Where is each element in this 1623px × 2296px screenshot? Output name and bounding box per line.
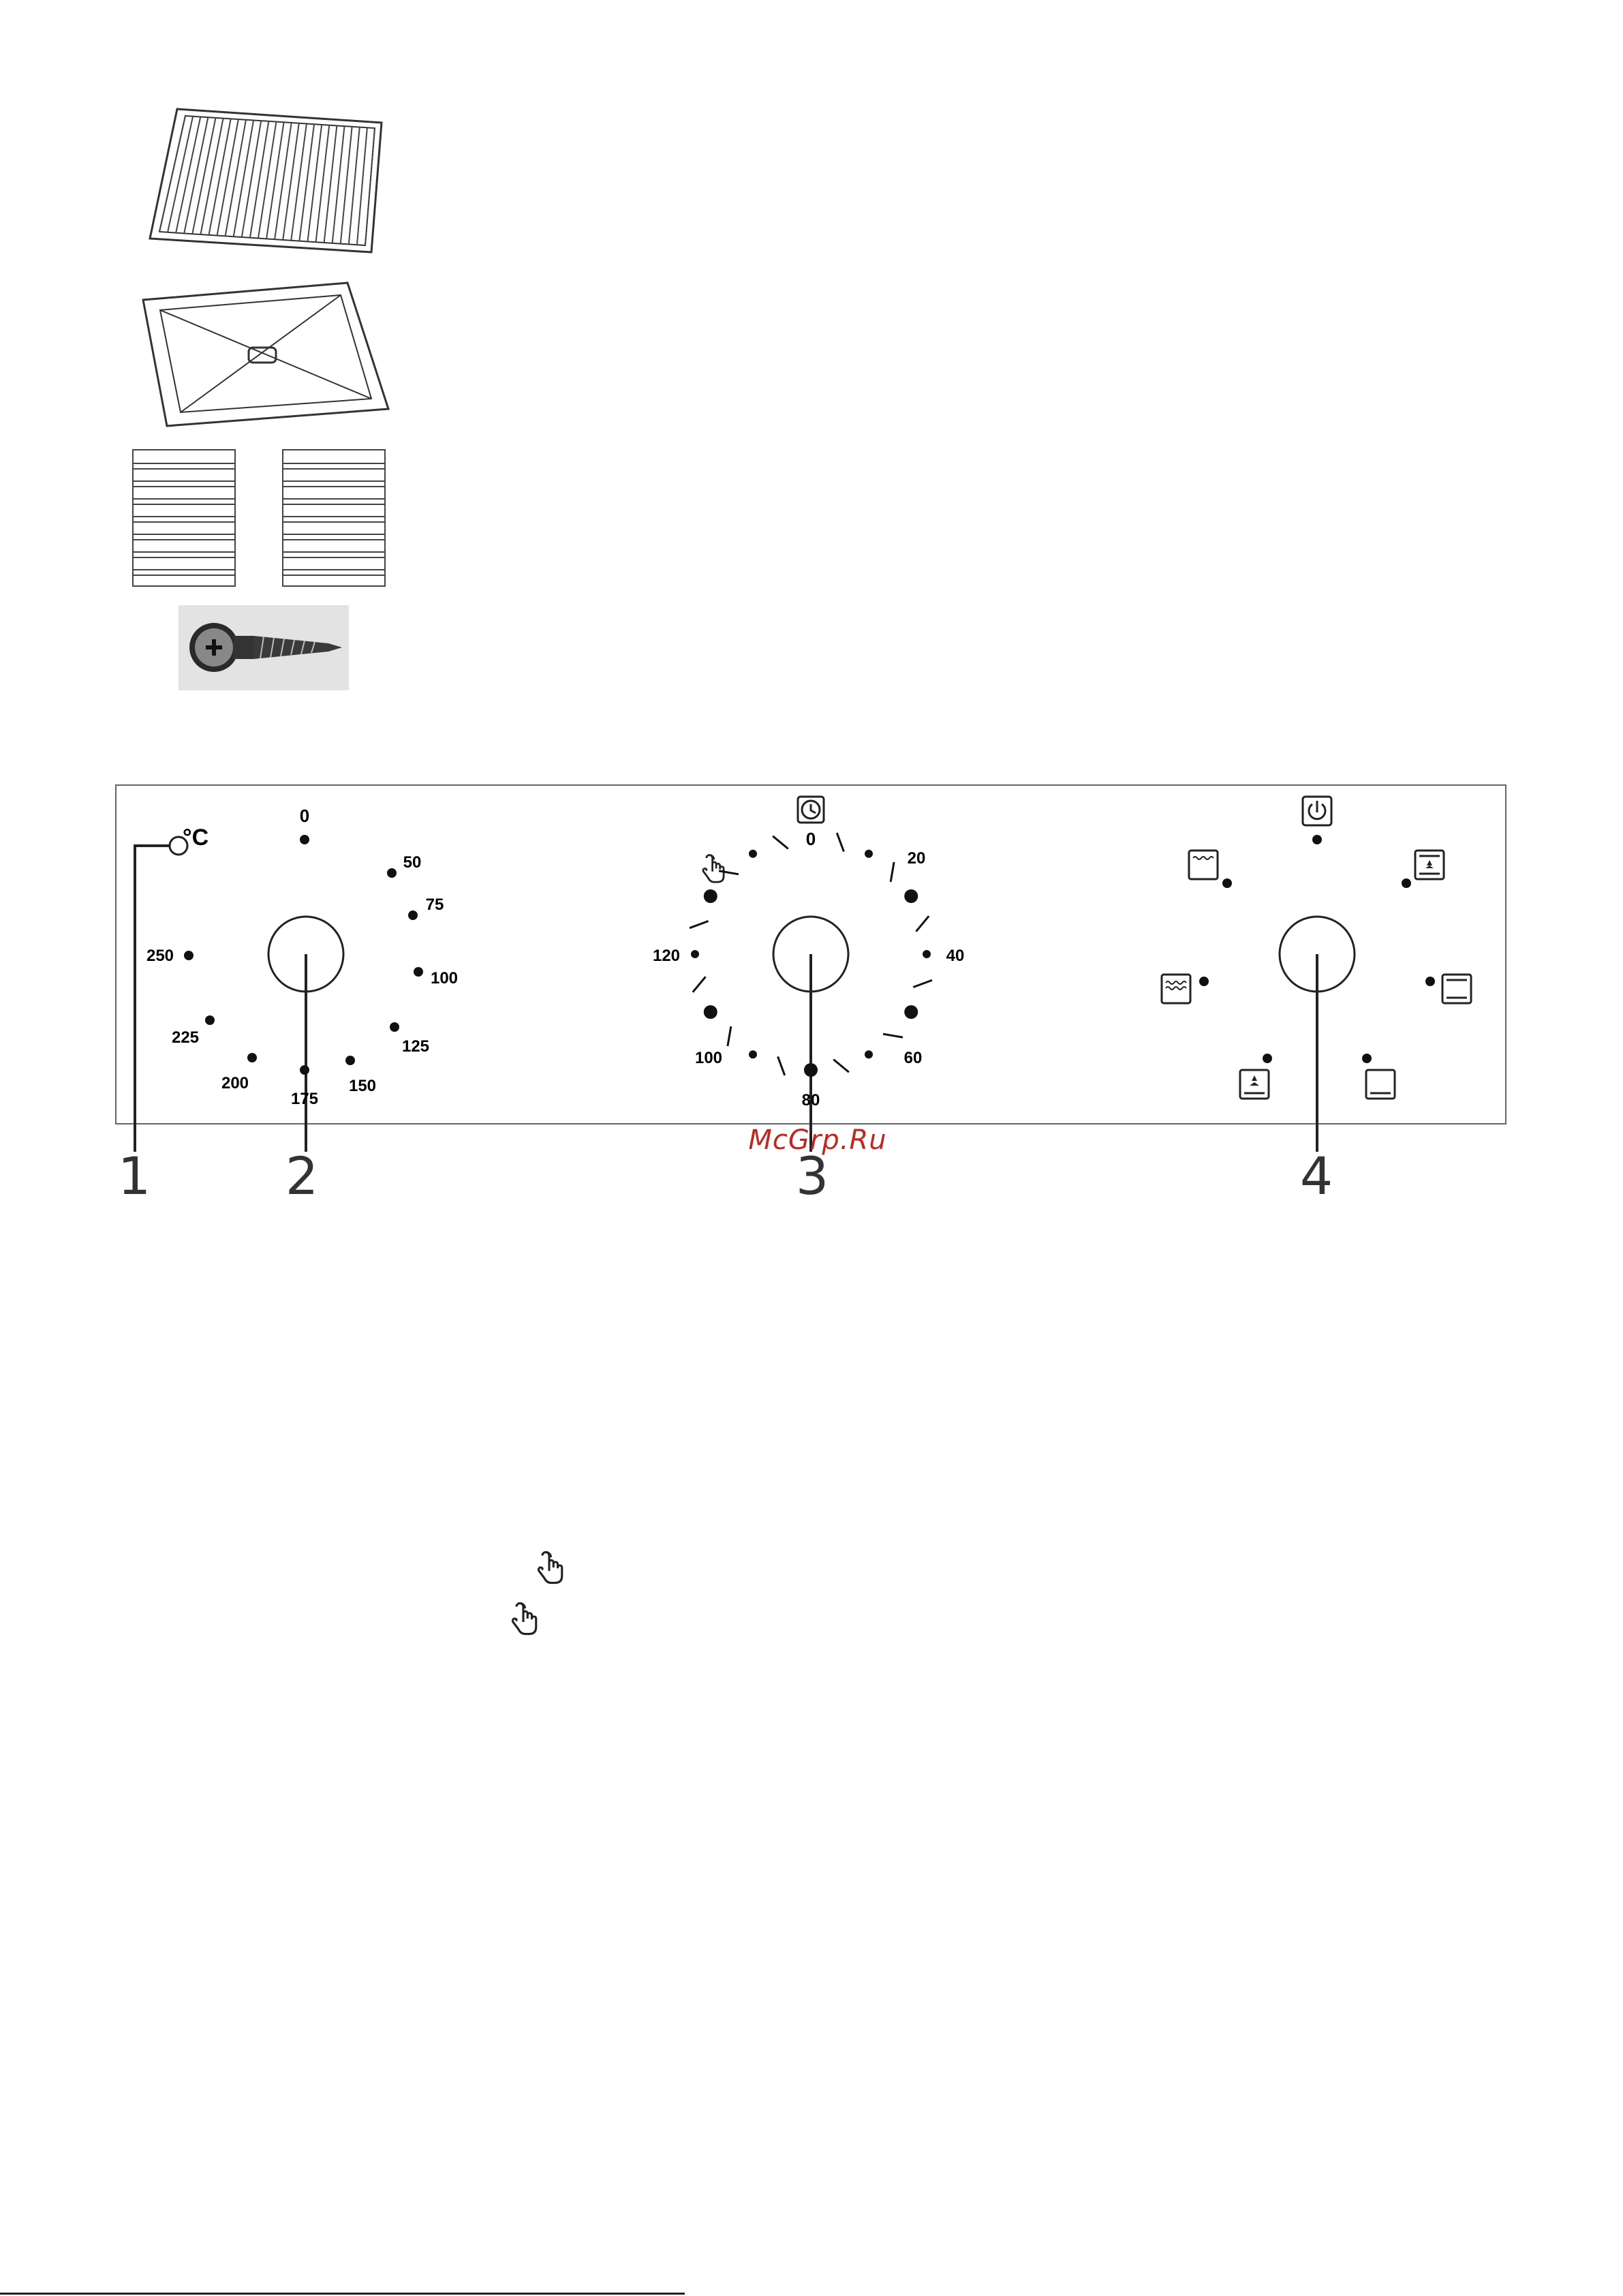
grill-icon	[1162, 975, 1190, 1003]
fan-top-bottom-icon	[1415, 851, 1444, 879]
timer-label: 120	[653, 947, 680, 965]
thermostat-dot	[345, 1056, 355, 1065]
thermostat-label: 200	[221, 1074, 249, 1092]
thermostat-dot	[390, 1022, 399, 1032]
timer-major-dot	[704, 889, 717, 903]
thermostat-zero-label: 0	[300, 806, 309, 826]
timer-tick	[728, 1026, 731, 1046]
timer-tick	[719, 871, 739, 874]
thermostat-dot	[205, 1015, 215, 1025]
timer-tick	[891, 862, 894, 882]
timer-minor-dot	[865, 850, 873, 858]
callout-number-1: 1	[118, 1146, 151, 1206]
timer-tick	[778, 1056, 785, 1075]
thermostat-label: 250	[146, 947, 174, 965]
timer-minor-dot	[749, 850, 757, 858]
timer-tick	[693, 977, 706, 992]
thermostat-label: 50	[403, 853, 422, 872]
timer-major-dot	[904, 889, 918, 903]
thermostat-dot	[300, 1065, 309, 1075]
timer-label: 20	[908, 849, 926, 868]
thermostat-label: 75	[426, 896, 444, 914]
top-bottom-heater-icon	[1442, 975, 1471, 1003]
timer-minor-dot	[865, 1050, 873, 1058]
thermostat-dot	[414, 967, 423, 977]
timer-tick	[913, 980, 932, 987]
hand-press-icon	[512, 1604, 536, 1634]
timer-tick	[883, 1034, 903, 1037]
callout-number-2: 2	[285, 1146, 318, 1206]
timer-tick	[837, 833, 844, 852]
timer-minor-dot	[923, 950, 931, 958]
thermostat-label: 150	[349, 1077, 376, 1095]
callout-number-4: 4	[1300, 1146, 1333, 1206]
clock-icon	[798, 797, 824, 823]
timer-major-dot	[804, 1063, 818, 1077]
timer-minor-dot	[691, 950, 699, 958]
watermark: McGrp.Ru	[743, 1124, 893, 1156]
timer-label: 40	[946, 947, 965, 965]
timer-label: 60	[904, 1049, 923, 1067]
thermostat-dot	[184, 951, 194, 960]
thermostat-label: 175	[291, 1090, 318, 1108]
timer-label: 80	[802, 1091, 820, 1109]
thermostat-dot	[408, 910, 418, 920]
hand-press-icon	[538, 1552, 561, 1583]
timer-major-dot	[904, 1005, 918, 1019]
timer-major-dot	[704, 1005, 717, 1019]
top-heater-icon	[1189, 851, 1218, 879]
thermostat-dot	[387, 868, 397, 878]
power-icon	[1303, 797, 1331, 825]
thermostat-dot	[247, 1053, 257, 1062]
timer-zero-label: 0	[806, 829, 816, 849]
fan-icon	[1240, 1070, 1269, 1099]
thermostat-label: 225	[172, 1028, 199, 1047]
hand-press-icon	[703, 855, 724, 883]
thermostat-label: 125	[402, 1037, 429, 1056]
bottom-heater-icon	[1366, 1070, 1395, 1099]
thermostat-unit-label: °C	[183, 825, 208, 851]
thermostat-label: 100	[431, 969, 458, 988]
timer-tick	[773, 836, 788, 849]
footer-rule	[0, 2293, 685, 2295]
timer-tick	[833, 1059, 849, 1072]
timer-minor-dot	[749, 1050, 757, 1058]
timer-tick	[690, 921, 709, 928]
callout-leader-1	[135, 846, 170, 1152]
timer-tick	[916, 916, 929, 932]
timer-label: 100	[695, 1049, 722, 1067]
